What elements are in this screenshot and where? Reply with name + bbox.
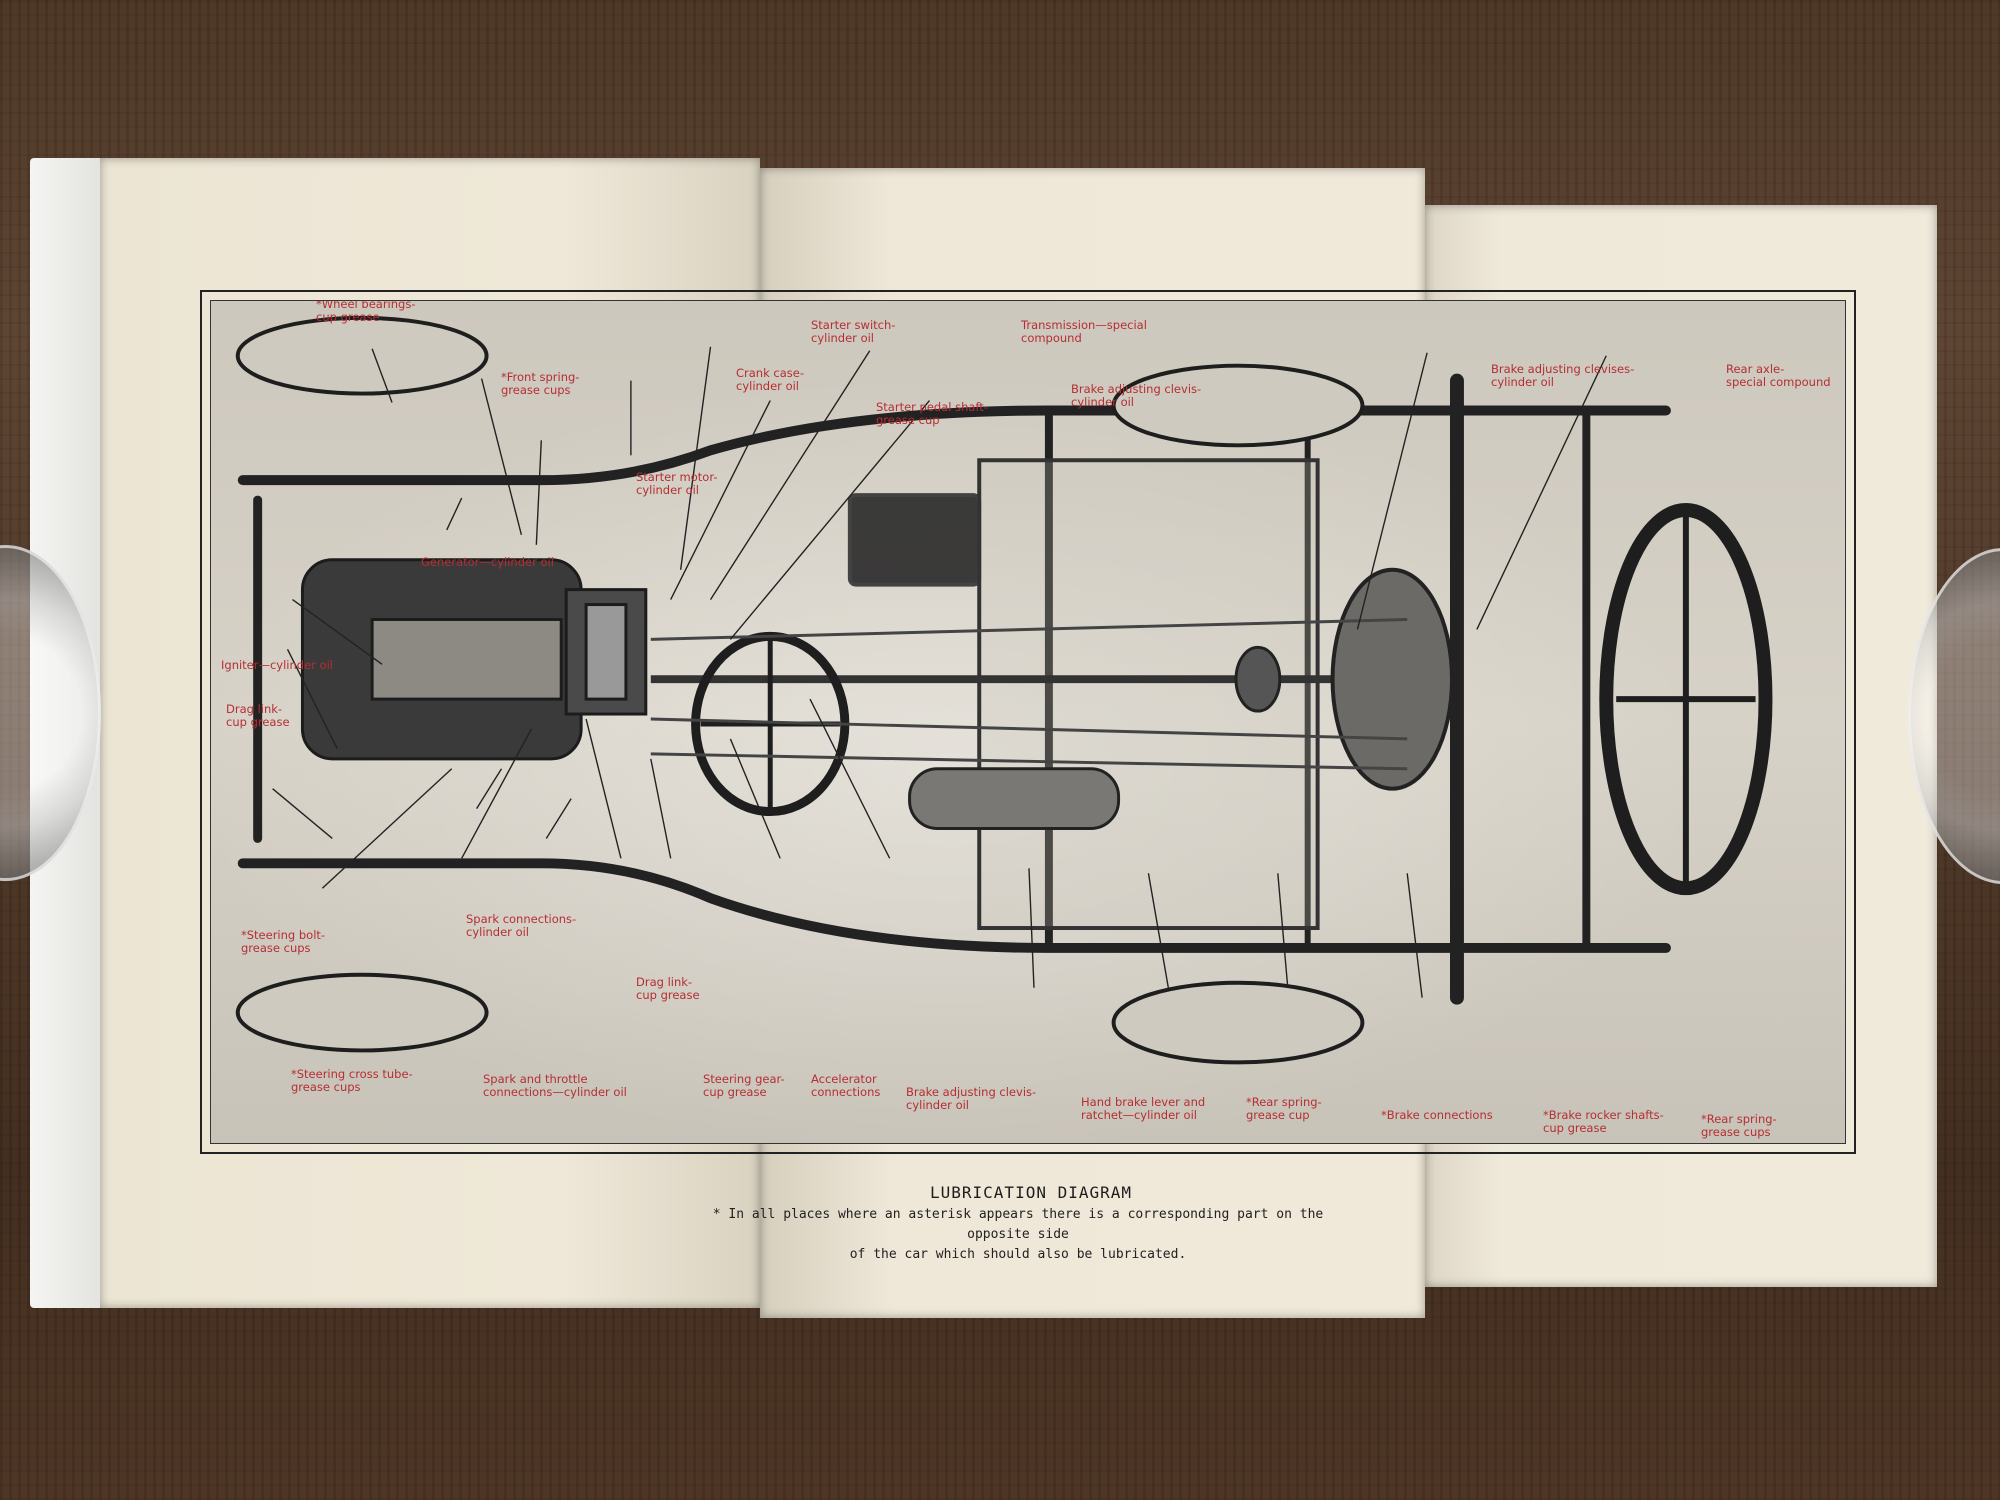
label-crank-case: Crank case- cylinder oil	[736, 367, 804, 393]
label-steering-bolt: *Steering bolt- grease cups	[241, 929, 325, 955]
label-line: cup grease	[703, 1085, 767, 1099]
label-line: grease cups	[291, 1080, 361, 1094]
label-brake-clevises: Brake adjusting clevises- cylinder oil	[1491, 363, 1634, 389]
label-line: Accelerator	[811, 1072, 877, 1086]
label-transmission: Transmission—special compound	[1021, 319, 1147, 345]
label-line: connections	[811, 1085, 881, 1099]
label-line: grease cups	[501, 383, 571, 397]
label-line: cylinder oil	[636, 483, 699, 497]
label-line: cup grease	[226, 715, 290, 729]
label-line: grease cup	[1246, 1108, 1310, 1122]
label-brake-clevis-bottom: Brake adjusting clevis- cylinder oil	[906, 1086, 1036, 1112]
chassis-photo: *Wheel bearings- cup grease *Front sprin…	[210, 300, 1846, 1144]
label-line: *Steering cross tube-	[291, 1067, 413, 1081]
label-accelerator: Accelerator connections	[811, 1073, 880, 1099]
label-line: Brake adjusting clevises-	[1491, 362, 1635, 376]
label-line: cup grease	[636, 988, 700, 1002]
label-line: connections—cylinder oil	[483, 1085, 627, 1099]
label-line: grease cups	[1701, 1125, 1771, 1139]
label-line: special compound	[1726, 375, 1831, 389]
label-rear-axle: Rear axle- special compound	[1726, 363, 1831, 389]
label-line: *Wheel bearings-	[316, 300, 416, 311]
label-line: *Front spring-	[501, 370, 580, 384]
label-line: Brake adjusting clevis-	[1071, 382, 1202, 396]
label-line: ratchet—cylinder oil	[1081, 1108, 1197, 1122]
label-line: Rear axle-	[1726, 362, 1785, 376]
label-starter-motor: Starter motor- cylinder oil	[636, 471, 717, 497]
label-igniter: Igniter—cylinder oil	[221, 658, 333, 672]
asterisk-footnote: * In all places where an asterisk appear…	[678, 1205, 1358, 1265]
label-line: cup grease	[316, 310, 380, 324]
label-line: cylinder oil	[466, 925, 529, 939]
label-line: cup grease	[1543, 1121, 1607, 1135]
label-line: Hand brake lever and	[1081, 1095, 1206, 1109]
label-line: *Rear spring-	[1701, 1112, 1777, 1126]
label-hand-brake: Hand brake lever and ratchet—cylinder oi…	[1081, 1096, 1205, 1122]
label-line: Starter switch-	[811, 318, 896, 332]
label-spark-throttle: Spark and throttle connections—cylinder …	[483, 1073, 627, 1099]
diagram-plate: *Wheel bearings- cup grease *Front sprin…	[200, 290, 1856, 1154]
label-line: Spark and throttle	[483, 1072, 588, 1086]
footnote-line-1: * In all places where an asterisk appear…	[712, 1207, 1324, 1242]
label-starter-switch: Starter switch- cylinder oil	[811, 319, 895, 345]
label-line: Transmission—special	[1021, 318, 1147, 332]
label-steering-gear: Steering gear- cup grease	[703, 1073, 785, 1099]
label-front-spring: *Front spring- grease cups	[501, 371, 579, 397]
label-line: Drag link-	[636, 975, 693, 989]
label-drag-link-left: Drag link- cup grease	[226, 703, 290, 729]
label-line: Starter motor-	[636, 470, 718, 484]
label-line: compound	[1021, 331, 1082, 345]
label-rear-spring-cup: *Rear spring- grease cup	[1246, 1096, 1322, 1122]
label-drag-link-bottom: Drag link- cup grease	[636, 976, 700, 1002]
diagram-caption: LUBRICATION DIAGRAM	[930, 1183, 1133, 1202]
label-brake-rocker-shafts: *Brake rocker shafts- cup grease	[1543, 1109, 1664, 1135]
label-line: cylinder oil	[1491, 375, 1554, 389]
label-line: grease cup	[876, 413, 940, 427]
label-steering-cross-tube: *Steering cross tube- grease cups	[291, 1068, 413, 1094]
label-brake-connections: *Brake connections	[1381, 1108, 1493, 1122]
label-brake-clevis-top: Brake adjusting clevis- cylinder oil	[1071, 383, 1201, 409]
label-line: Crank case-	[736, 366, 804, 380]
label-generator: Generator—cylinder oil	[421, 555, 554, 569]
label-line: cylinder oil	[1071, 395, 1134, 409]
label-line: *Brake rocker shafts-	[1543, 1108, 1664, 1122]
label-spark-connections: Spark connections- cylinder oil	[466, 913, 576, 939]
label-line: grease cups	[241, 941, 311, 955]
footnote-line-2: of the car which should also be lubricat…	[849, 1247, 1187, 1262]
chassis-illustration	[235, 315, 1773, 1065]
label-line: cylinder oil	[906, 1098, 969, 1112]
label-line: Brake adjusting clevis-	[906, 1085, 1037, 1099]
label-line: Drag link-	[226, 702, 283, 716]
label-line: Starter pedal shaft-	[876, 400, 988, 414]
label-line: cylinder oil	[736, 379, 799, 393]
label-starter-pedal: Starter pedal shaft- grease cup	[876, 401, 988, 427]
label-line: cylinder oil	[811, 331, 874, 345]
label-rear-spring-cups: *Rear spring- grease cups	[1701, 1113, 1777, 1139]
label-line: Spark connections-	[466, 912, 577, 926]
label-line: Steering gear-	[703, 1072, 785, 1086]
label-wheel-bearings: *Wheel bearings- cup grease	[316, 300, 416, 324]
label-line: *Steering bolt-	[241, 928, 326, 942]
label-line: *Rear spring-	[1246, 1095, 1322, 1109]
